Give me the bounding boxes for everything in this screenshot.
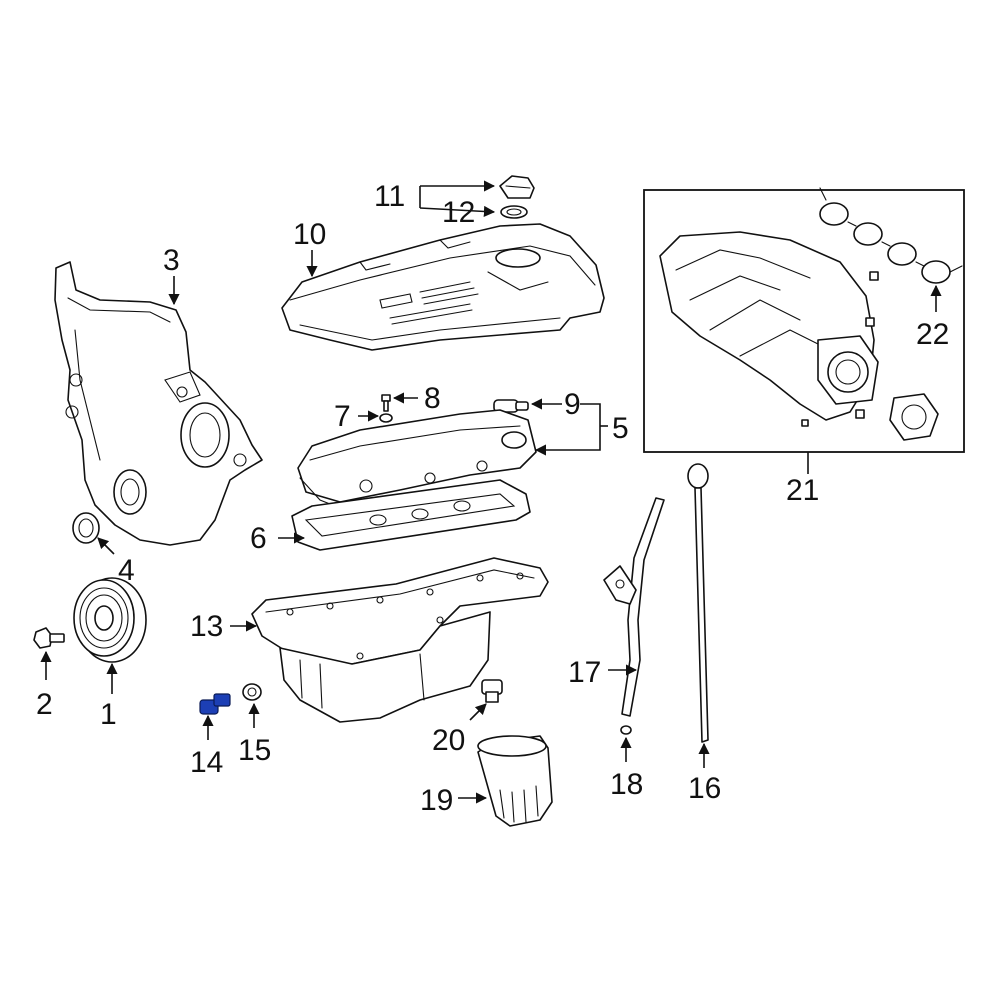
intake-manifold-box — [643, 189, 965, 453]
oil-drain-plug[interactable] — [199, 693, 231, 715]
callout-16: 16 — [688, 772, 721, 805]
dipstick-o-ring[interactable] — [620, 725, 632, 735]
callout-21: 21 — [786, 474, 819, 507]
callout-20: 20 — [432, 724, 465, 757]
callout-13: 13 — [190, 610, 223, 643]
valve-cover-gasket[interactable] — [291, 479, 531, 551]
callout-18: 18 — [610, 768, 643, 801]
oil-seal[interactable] — [72, 512, 100, 544]
oil-filler-cap[interactable] — [499, 175, 535, 199]
callout-1: 1 — [100, 698, 117, 731]
intake-manifold[interactable] — [659, 231, 879, 427]
seal-washer[interactable] — [379, 413, 393, 423]
oil-pan[interactable] — [251, 557, 549, 723]
drain-plug-gasket[interactable] — [242, 683, 262, 701]
pulley-bolt[interactable] — [33, 627, 65, 649]
oil-filter[interactable] — [477, 735, 553, 827]
cover-bolt[interactable] — [381, 394, 391, 412]
crankshaft-pulley[interactable] — [73, 577, 147, 663]
oil-dipstick[interactable] — [687, 463, 709, 743]
callout-22: 22 — [916, 318, 949, 351]
callout-6: 6 — [250, 522, 267, 555]
callout-5: 5 — [612, 412, 629, 445]
callout-17: 17 — [568, 656, 601, 689]
callout-labels: 1 2 3 4 5 6 7 8 9 10 11 12 13 14 15 16 1… — [36, 180, 949, 817]
engine-cover[interactable] — [281, 223, 605, 351]
callout-15: 15 — [238, 734, 271, 767]
intake-manifold-gasket[interactable] — [819, 187, 963, 284]
callout-9: 9 — [564, 388, 581, 421]
callout-7: 7 — [334, 400, 351, 433]
callout-2: 2 — [36, 688, 53, 721]
callout-4: 4 — [118, 554, 135, 587]
dipstick-tube[interactable] — [603, 497, 665, 717]
callout-8: 8 — [424, 382, 441, 415]
callout-10: 10 — [293, 218, 326, 251]
pcv-valve[interactable] — [493, 399, 529, 413]
callout-14: 14 — [190, 746, 223, 779]
callout-3: 3 — [163, 244, 180, 277]
callout-19: 19 — [420, 784, 453, 817]
filler-cap-gasket[interactable] — [500, 205, 528, 219]
timing-cover[interactable] — [54, 261, 263, 546]
oil-filter-union[interactable] — [481, 679, 503, 703]
callout-11: 11 — [374, 180, 405, 213]
throttle-body-gasket[interactable] — [889, 393, 939, 441]
callout-12: 12 — [442, 196, 475, 229]
leader-lines — [40, 180, 942, 804]
